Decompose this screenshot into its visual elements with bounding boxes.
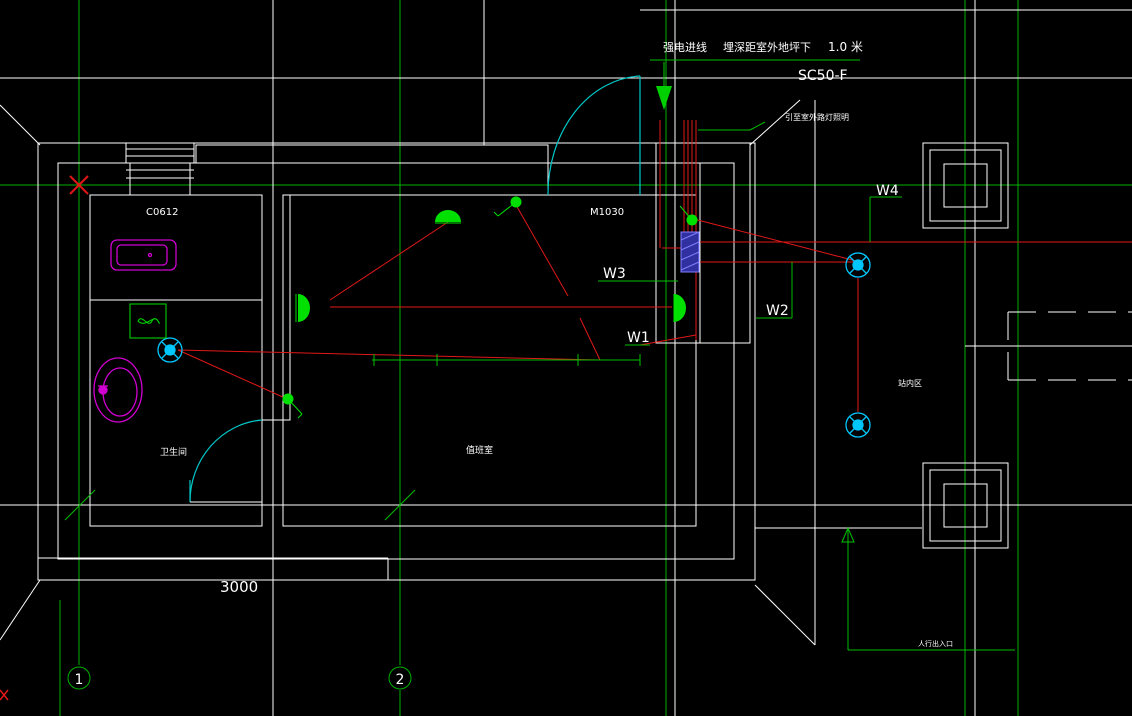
wall-lamp-right-icon — [673, 294, 686, 322]
w2-label: W2 — [766, 303, 789, 319]
axis-bubble-1 — [67, 666, 91, 690]
door-wall — [262, 195, 291, 421]
outdoor-lamp-icon — [845, 252, 871, 278]
axis-bubble-2 — [388, 666, 412, 690]
switch-box-icon — [679, 205, 698, 226]
entrance-arrow — [841, 526, 855, 543]
wall-lamp-left-icon — [295, 294, 310, 322]
wiring — [177, 120, 1132, 412]
buried-label: 埋深距室外地坪下 — [723, 40, 811, 54]
exhaust-fan-icon — [129, 303, 167, 339]
entrance-door — [547, 75, 641, 196]
conduit-marks — [64, 59, 1015, 651]
conduit-label: SC50-F — [798, 68, 848, 84]
column-top — [922, 142, 1009, 229]
w3-label: W3 — [603, 266, 626, 282]
entrance-label: 人行出入口 — [918, 639, 953, 648]
door-label: M1030 — [590, 207, 624, 218]
window-label: C0612 — [146, 207, 178, 218]
dimension-label: 3000 — [220, 578, 258, 596]
w4-label: W4 — [876, 183, 899, 199]
cross-mark-icon — [69, 175, 89, 195]
ceiling-lamp-icon — [157, 337, 183, 363]
switch-toilet-icon — [282, 393, 303, 419]
outdoor-lamp-2-icon — [845, 412, 871, 438]
toilet-door — [189, 419, 263, 503]
corner-cross-mark-icon — [0, 689, 9, 701]
column-bottom — [922, 462, 1009, 549]
parking-label: 站内区 — [898, 378, 922, 388]
depth-label: 1.0 米 — [828, 40, 863, 54]
toilet-room-label: 卫生间 — [160, 446, 187, 458]
axis-2-label: 2 — [396, 672, 405, 688]
duty-room-label: 值班室 — [466, 444, 493, 456]
washbasin-icon — [93, 357, 143, 423]
power-in-arrow — [656, 86, 672, 110]
wall-lamp-icon — [435, 210, 461, 224]
axis-1-label: 1 — [75, 672, 84, 688]
power-in-label: 强电进线 — [663, 40, 707, 54]
switch-icon — [493, 196, 522, 217]
toilet-icon — [110, 239, 177, 271]
building-walls — [37, 142, 922, 581]
w1-label: W1 — [627, 330, 650, 346]
outdoor-lighting-label: 引至室外路灯照明 — [785, 112, 849, 122]
distribution-box-icon — [680, 231, 700, 273]
dashed-structure — [1007, 311, 1132, 381]
